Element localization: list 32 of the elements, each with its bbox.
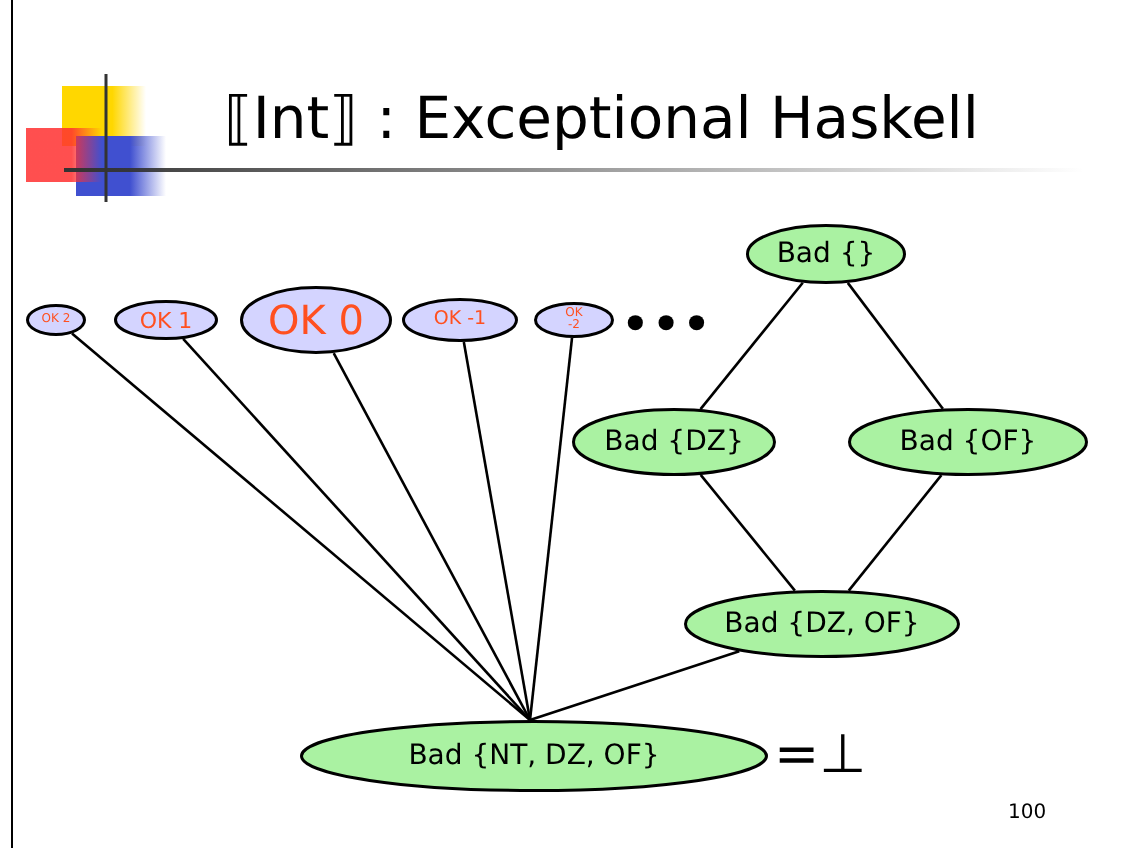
connector-line: [182, 338, 531, 721]
connector-line: [847, 474, 943, 592]
slide-title: ⟦Int⟧ : Exceptional Haskell: [224, 84, 979, 152]
connector-line: [71, 332, 531, 721]
node-label: Bad {DZ, OF}: [724, 610, 920, 638]
bottom-symbol-label: =⊥: [774, 728, 867, 782]
ellipse-node: [848, 408, 1088, 476]
connector-line: [462, 341, 532, 721]
ellipse-node: [26, 304, 86, 336]
ellipse-node: [240, 286, 392, 354]
connector-line: [332, 352, 532, 721]
ellipsis-dots: •••: [620, 300, 713, 352]
connector-line: [699, 281, 804, 410]
node-label: OK 0: [268, 300, 364, 340]
ellipse-node: [572, 408, 776, 476]
node-label: Bad {}: [776, 240, 876, 268]
ellipse-node: [746, 224, 906, 284]
node-label: Bad {NT, DZ, OF}: [408, 742, 660, 770]
connector-line: [529, 649, 740, 722]
page-number: 100: [1008, 804, 1047, 824]
ellipse-node: [114, 300, 218, 340]
connector-line: [846, 282, 944, 410]
ellipse-node: [534, 302, 614, 338]
ellipse-node: [402, 298, 518, 342]
ellipse-node: [300, 720, 768, 792]
connector-line: [699, 474, 796, 592]
node-label: Bad {DZ}: [604, 428, 744, 456]
ellipse-node: [684, 590, 960, 658]
node-label: OK 1: [139, 309, 193, 331]
connector-line: [528, 337, 574, 721]
node-label: Bad {OF}: [899, 428, 1037, 456]
node-label: OK -1: [433, 310, 487, 330]
